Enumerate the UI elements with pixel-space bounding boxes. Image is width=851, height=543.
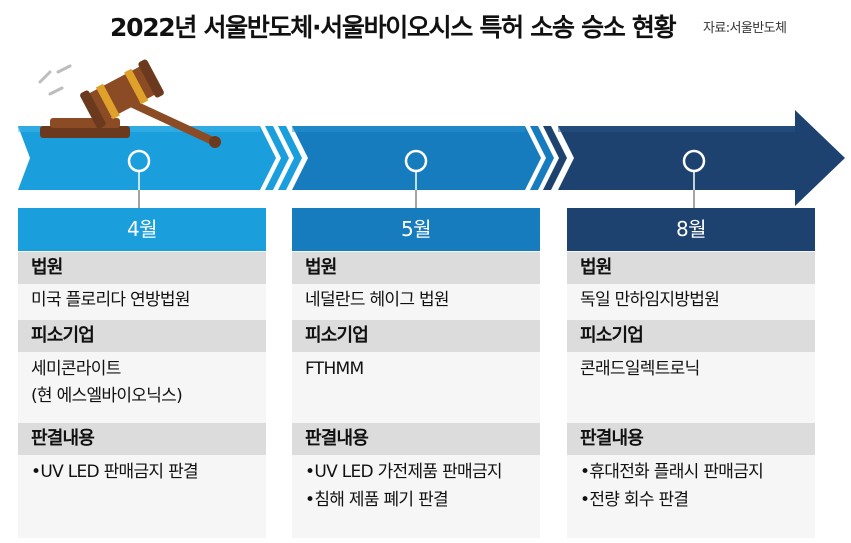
defendant-value-note: (현 에스엘바이오닉스) (31, 386, 183, 406)
ruling-item: •UV LED 판매금지 판결 (31, 462, 199, 482)
gavel-icon (38, 59, 221, 148)
defendant-value: FTHMM (305, 359, 364, 379)
defendant-label: 피소기업 (18, 320, 266, 352)
ruling-label: 판결내용 (567, 423, 815, 455)
timeline-chevron (278, 126, 302, 190)
court-value: 미국 플로리다 연방법원 (31, 290, 191, 310)
header: 2022년 서울반도체·서울바이오시스 특허 소송 승소 현황 자료:서울반도체 (0, 0, 851, 50)
defendant-value: 콘래드일렉트로닉 (580, 359, 700, 379)
court-label: 법원 (567, 252, 815, 284)
card-month: 4월 (18, 208, 266, 251)
timeline-node-icon (682, 149, 706, 173)
source-note: 자료:서울반도체 (703, 21, 787, 36)
timeline-node-icon (404, 149, 428, 173)
court-label: 법원 (292, 252, 540, 284)
timeline (18, 59, 845, 210)
ruling-item: •전량 회수 판결 (580, 490, 689, 510)
card-month: 8월 (567, 208, 815, 251)
case-card-april: 4월 법원 미국 플로리다 연방법원 피소기업 세미콘라이트 (현 에스엘바이오… (18, 208, 266, 538)
timeline-chevron (543, 126, 567, 190)
defendant-label: 피소기업 (567, 320, 815, 352)
case-card-may: 5월 법원 네덜란드 헤이그 법원 피소기업 FTHMM 판결내용 •UV LE… (292, 208, 540, 538)
ruling-label: 판결내용 (292, 423, 540, 455)
card-month: 5월 (292, 208, 540, 251)
ruling-item: •침해 제품 폐기 판결 (305, 490, 449, 510)
timeline-chevron (265, 126, 289, 190)
ruling-label: 판결내용 (18, 423, 266, 455)
timeline-node-icon (127, 149, 151, 173)
page-title: 2022년 서울반도체·서울바이오시스 특허 소송 승소 현황 (110, 13, 677, 42)
court-value: 독일 만하임지방법원 (580, 290, 720, 310)
defendant-label: 피소기업 (292, 320, 540, 352)
timeline-chevron (530, 126, 554, 190)
case-card-august: 8월 법원 독일 만하임지방법원 피소기업 콘래드일렉트로닉 판결내용 •휴대전… (567, 208, 815, 538)
ruling-item: •휴대전화 플래시 판매금지 (580, 462, 764, 482)
defendant-value: 세미콘라이트 (31, 359, 121, 379)
court-value: 네덜란드 헤이그 법원 (305, 290, 450, 310)
ruling-item: •UV LED 가전제품 판매금지 (305, 462, 503, 482)
court-label: 법원 (18, 252, 266, 284)
